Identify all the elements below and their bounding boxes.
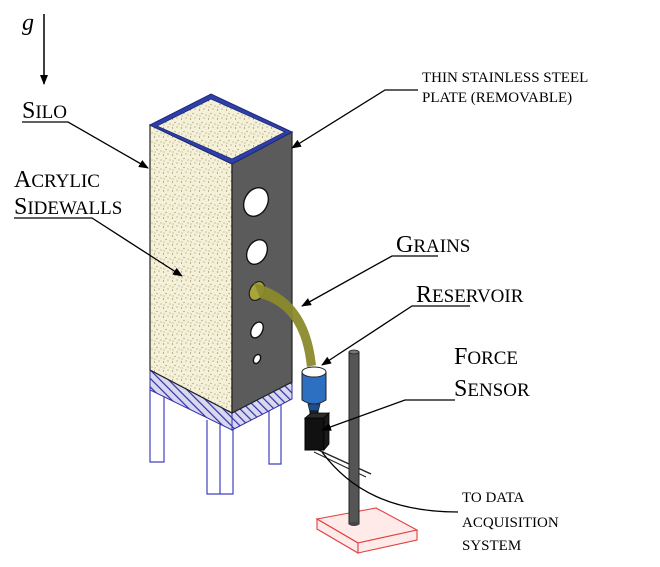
leader-grains — [301, 255, 438, 307]
label-daq-line1: TO DATA — [462, 490, 524, 506]
steel-plate — [231, 131, 293, 414]
label-sensor: SENSOR — [454, 376, 530, 402]
force-sensor — [303, 410, 330, 452]
label-sidewalls: SIDEWALLS — [14, 194, 122, 220]
grains-flow — [254, 283, 316, 367]
label-silo: SILO — [22, 98, 67, 124]
sensor-cable — [313, 447, 372, 475]
leader-sensor — [321, 399, 455, 431]
acrylic-sidewall — [149, 124, 233, 414]
leader-lines — [14, 89, 470, 513]
gravity-symbol: g — [22, 10, 34, 36]
leader-silo — [22, 121, 149, 169]
label-daq-line3: SYSTEM — [462, 538, 521, 554]
label-plate-line2: PLATE (REMOVABLE) — [422, 90, 572, 106]
label-reservoir: RESERVOIR — [416, 282, 524, 308]
label-plate-line1: THIN STAINLESS STEEL — [422, 70, 588, 86]
label-force: FORCE — [454, 344, 518, 370]
label-grains: GRAINS — [396, 232, 470, 258]
stand-rod — [348, 349, 360, 526]
label-daq-line2: ACQUISITION — [462, 515, 559, 531]
silo-top — [148, 93, 294, 165]
leader-reservoir — [321, 305, 470, 366]
silo-legs — [149, 390, 282, 495]
leader-daq — [321, 451, 459, 513]
leader-sidewalls — [14, 217, 183, 277]
stand-base-plate — [315, 507, 419, 554]
reservoir — [301, 366, 327, 413]
leader-plate — [291, 89, 418, 149]
label-acrylic: ACRYLIC — [14, 167, 100, 193]
plate-orifices — [242, 186, 270, 365]
